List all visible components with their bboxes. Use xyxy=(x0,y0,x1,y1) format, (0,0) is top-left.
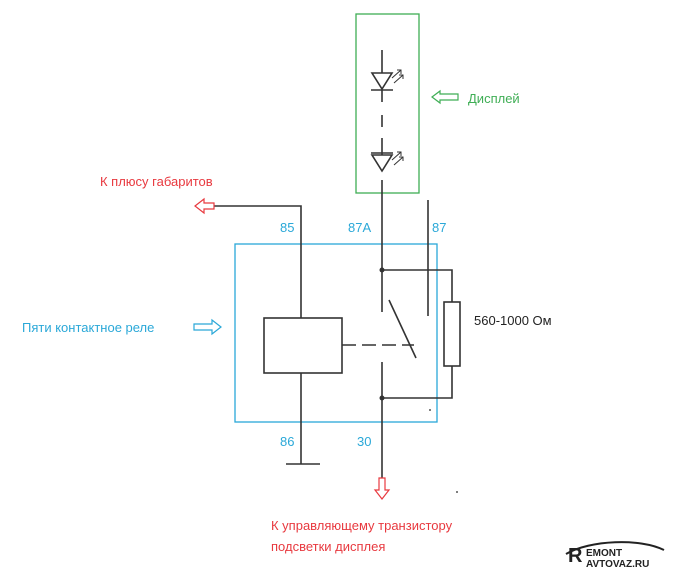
led-icon xyxy=(370,50,404,102)
logo-line1: EMONT xyxy=(586,548,622,559)
resistor xyxy=(443,301,461,367)
logo-line2: AVTOVAZ.RU xyxy=(586,559,649,570)
relay-arrow-icon xyxy=(193,318,222,336)
pin-30-label: 30 xyxy=(357,434,371,449)
relay-box xyxy=(234,243,438,423)
plus-arrow-icon xyxy=(194,197,215,215)
transistor-label-line2: подсветки дисплея xyxy=(271,539,385,554)
relay-label: Пяти контактное реле xyxy=(22,320,154,335)
relay-switch xyxy=(388,299,417,359)
display-label: Дисплей xyxy=(468,91,520,106)
plus-gabarit-label: К плюсу габаритов xyxy=(100,174,213,189)
site-logo: R EMONT AVTOVAZ.RU xyxy=(565,541,665,570)
display-box xyxy=(355,13,420,194)
pin-86-label: 86 xyxy=(280,434,294,449)
led-icon xyxy=(370,150,404,173)
resistor-label: 560-1000 Ом xyxy=(474,313,552,328)
pin-87a-label: 87A xyxy=(348,220,371,235)
display-arrow-icon xyxy=(431,89,459,105)
logo-r-icon: R xyxy=(568,545,583,567)
transistor-label-line1: К управляющему транзистору xyxy=(271,518,453,533)
transistor-arrow-icon xyxy=(373,477,391,500)
pin-85-label: 85 xyxy=(280,220,294,235)
relay-coil xyxy=(263,317,343,374)
pin-87-label: 87 xyxy=(432,220,446,235)
